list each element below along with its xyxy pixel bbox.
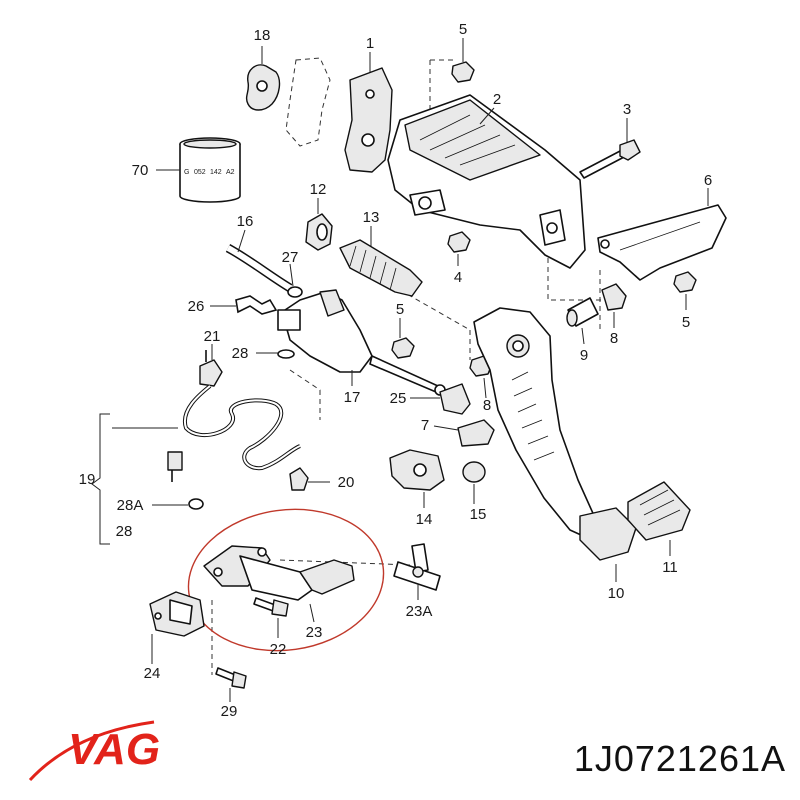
bushing-text-a2: A2 [226,169,235,176]
callout-19: 19 [79,471,96,488]
callout-5-right: 5 [682,314,690,331]
part-16-hose [225,244,293,292]
logo-text: VAG [68,725,160,774]
part-25-switch [439,383,471,415]
callout-20: 20 [338,474,355,491]
logo-swoosh [28,720,155,782]
callout-18: 18 [254,27,271,44]
callout-70: 70 [132,162,149,179]
callout-21: 21 [204,328,221,345]
callout-17: 17 [344,389,361,406]
highlight-ring [187,508,385,652]
part-17-master-cylinder [277,289,446,396]
part-20-bracket [289,467,309,491]
part-7-plate [457,419,495,447]
callout-8-mid: 8 [483,397,491,414]
callout-1: 1 [366,35,374,52]
part-1-plate [285,57,393,173]
callout-9: 9 [580,347,588,364]
part-28a-washer [188,498,204,510]
part-5-nut-right [673,271,697,293]
callout-25: 25 [390,390,407,407]
callout-13: 13 [363,209,380,226]
bushing-text-052: 052 [194,169,206,176]
callout-5-top: 5 [459,21,467,38]
callout-27: 27 [282,249,299,266]
part-23-slave-cylinder [203,545,355,601]
part-15-cap [462,461,486,483]
part-9-sleeve [566,297,599,327]
callout-23a: 23A [406,603,433,620]
part-6-arm-bracket [597,204,727,281]
bushing-text-142: 142 [210,169,222,176]
part-11-pedal-pad [627,481,691,541]
part-12-grommet [305,213,333,251]
part-27-clamp [287,286,303,298]
part-24-mount-bracket [149,591,205,637]
callout-28-bottom: 28 [116,523,133,540]
callout-14: 14 [416,511,433,528]
vag-logo: VAG [28,720,160,782]
callout-23: 23 [306,624,323,641]
part-70-bushing [179,137,241,203]
callout-4: 4 [454,269,462,286]
callout-2: 2 [493,91,501,108]
part-5-nut-mid [391,337,415,359]
part-19-hydraulic-line [167,384,301,482]
callout-29: 29 [221,703,238,720]
part-23a-tee-fitting [393,543,441,591]
callout-7: 7 [421,417,429,434]
callout-22: 22 [270,641,287,658]
part-2-pedal-bracket [387,94,586,269]
callout-10: 10 [608,585,625,602]
part-3-bolt [579,139,641,179]
part-14-holder [389,449,445,491]
part-22-bolt [253,597,289,617]
part-5-nut-top [451,61,475,83]
callout-5-mid: 5 [396,301,404,318]
part-8-bushing-right [601,283,627,311]
callout-8-right: 8 [610,330,618,347]
part-26-spring-clip [235,295,278,315]
callout-15: 15 [470,506,487,523]
callout-16: 16 [237,213,254,230]
part-18-clip [245,64,281,111]
part-13-rubber-boot [339,239,423,297]
part-number-label: 1J0721261A [573,738,786,779]
part-10-pedal-arm [473,307,637,561]
part-21-clip [199,350,223,387]
callout-26: 26 [188,298,205,315]
callout-28-top: 28 [232,345,249,362]
callout-labels: 18 1 5 2 3 70 6 12 16 13 27 4 26 5 5 21 … [79,21,713,720]
callout-6: 6 [704,172,712,189]
callout-11: 11 [662,559,678,576]
callout-12: 12 [310,181,327,198]
part-4-nut [447,231,471,253]
bushing-text-g: G [184,169,189,176]
callout-28a: 28A [117,497,144,514]
part-28-oring [277,349,295,359]
part-29-bolt [215,667,247,689]
callout-24: 24 [144,665,161,682]
callout-3: 3 [623,101,631,118]
